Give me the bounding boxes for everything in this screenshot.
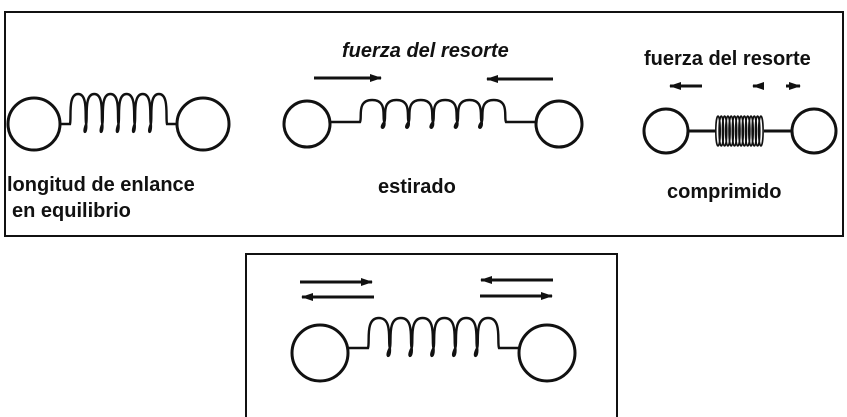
- coil-loop: [757, 115, 764, 147]
- oscillating-spring-molecule: [290, 276, 577, 383]
- coil-loop: [728, 115, 735, 147]
- compressed-caption: comprimido: [667, 181, 782, 203]
- equilibrium-caption-line1: longitud de enlance: [7, 174, 195, 196]
- coil-loop: [754, 115, 761, 147]
- right-atom: [517, 323, 577, 383]
- stretched-spring-molecule: [282, 74, 584, 149]
- equilibrium-spring-molecule: [6, 92, 231, 152]
- right-atom: [534, 99, 584, 149]
- coil-loop: [744, 115, 751, 147]
- top-panel: [4, 11, 844, 237]
- left-atom: [282, 99, 332, 149]
- stretched-force-label: fuerza del resorte: [342, 40, 509, 62]
- coil-loop: [741, 115, 748, 147]
- spring-coil: [348, 316, 519, 358]
- compressed-force-label: fuerza del resorte: [644, 48, 811, 70]
- spring-coil: [330, 98, 536, 129]
- coil-loop: [734, 115, 741, 147]
- coil-loop: [724, 115, 731, 147]
- stretched-caption: estirado: [378, 176, 456, 198]
- compressed-spring-molecule: [642, 82, 838, 155]
- left-atom: [290, 323, 350, 383]
- right-atom: [790, 107, 838, 155]
- bottom-panel: [245, 253, 618, 417]
- right-atom: [175, 96, 231, 152]
- coil-loop: [738, 115, 745, 147]
- coil-loop: [731, 115, 738, 147]
- coil-loop: [751, 115, 758, 147]
- coil-loop: [714, 115, 721, 147]
- left-atom: [6, 96, 62, 152]
- coil-loop: [718, 115, 725, 147]
- spring-coil: [60, 92, 177, 134]
- left-atom: [642, 107, 690, 155]
- coil-loop: [721, 115, 728, 147]
- coil-loop: [747, 115, 754, 147]
- equilibrium-caption-line2: en equilibrio: [12, 200, 131, 222]
- compressed-coil: [714, 115, 764, 147]
